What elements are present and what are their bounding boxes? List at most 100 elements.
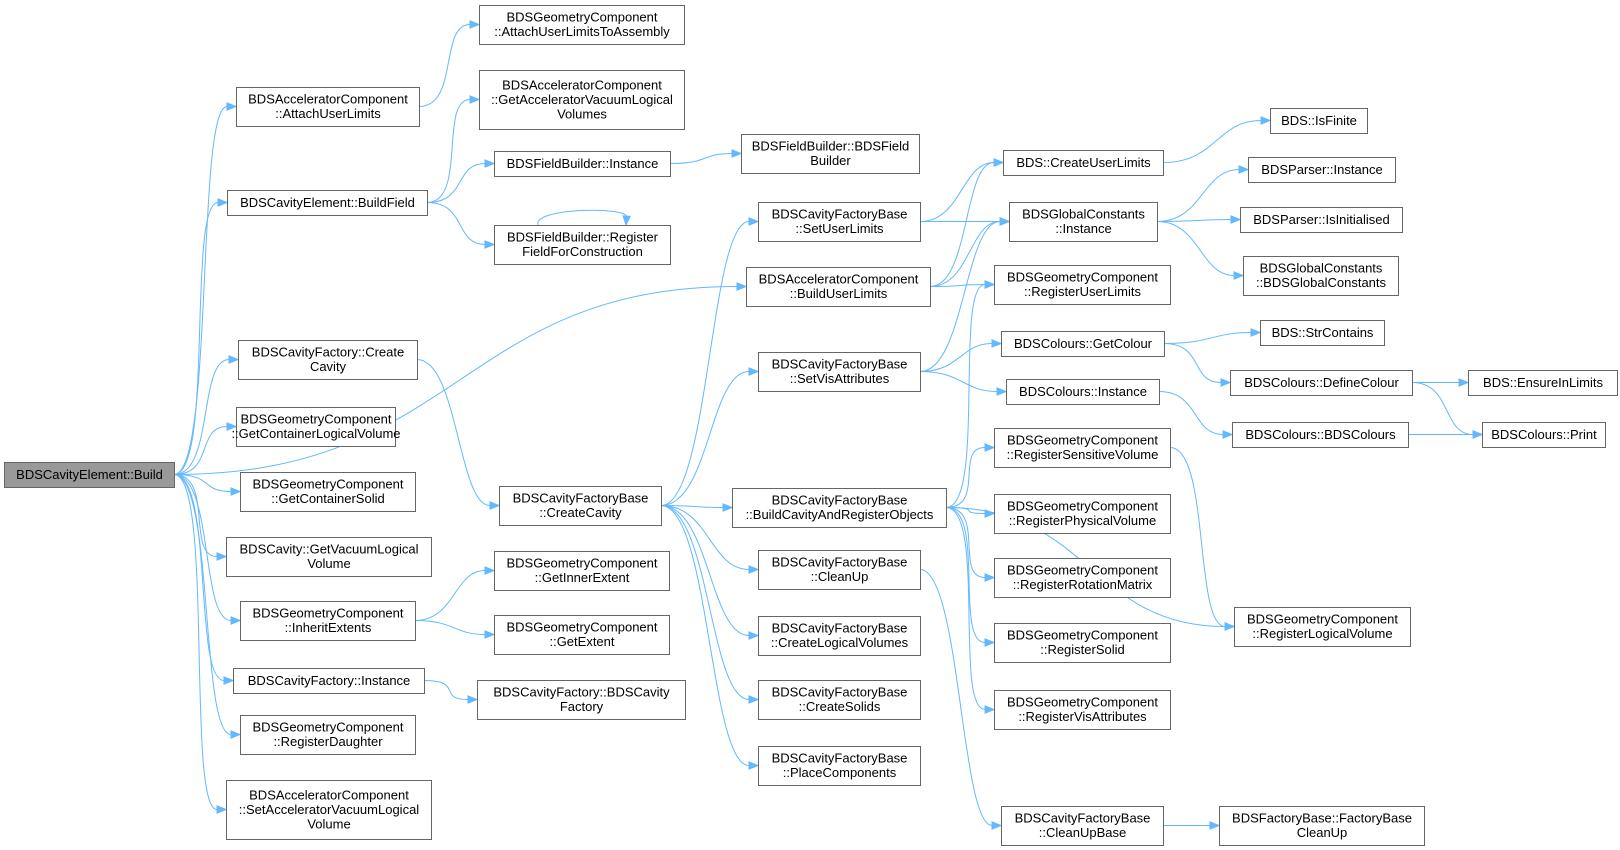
node-bdscolours-getcolour[interactable]: BDSColours::GetColour bbox=[1001, 331, 1165, 357]
node-bdsglobalconstants-bdsglobalconstants[interactable]: BDSGlobalConstants::BDSGlobalConstants bbox=[1243, 256, 1399, 296]
node-box bbox=[1468, 370, 1618, 396]
node-box bbox=[758, 746, 921, 786]
node-bdscavityfactorybase-cleanupbase[interactable]: BDSCavityFactoryBase::CleanUpBase bbox=[1001, 806, 1164, 846]
node-bdscolours-print[interactable]: BDSColours::Print bbox=[1482, 422, 1606, 448]
node-bdsparser-isinitialised[interactable]: BDSParser::IsInitialised bbox=[1240, 207, 1403, 233]
node-label: BDSColours::Instance bbox=[1019, 384, 1147, 399]
node-bdsgeometrycomponent-registersolid[interactable]: BDSGeometryComponent::RegisterSolid bbox=[994, 623, 1171, 663]
edge-arrowhead bbox=[991, 821, 1003, 830]
node-bdscolours-definecolour[interactable]: BDSColours::DefineColour bbox=[1230, 370, 1413, 396]
node-bdsgeometrycomponent-registerdaughter[interactable]: BDSGeometryComponent::RegisterDaughter bbox=[240, 715, 416, 755]
node-box bbox=[1001, 806, 1164, 846]
node-box bbox=[227, 190, 428, 216]
node-bdscavityfactorybase-cleanup[interactable]: BDSCavityFactoryBase::CleanUp bbox=[758, 550, 921, 590]
edge-line bbox=[660, 505, 750, 570]
edge-line bbox=[945, 507, 986, 578]
node-bdsgeometrycomponent-getinnerextent[interactable]: BDSGeometryComponent::GetInnerExtent bbox=[494, 551, 670, 591]
node-bdscavityelement-buildfield[interactable]: BDSCavityElement::BuildField bbox=[227, 190, 428, 216]
node-label: ::RegisterLogicalVolume bbox=[1252, 626, 1392, 641]
node-bdscavityfactorybase-setvisattributes[interactable]: BDSCavityFactoryBase::SetVisAttributes bbox=[758, 352, 921, 392]
node-bdsgeometrycomponent-inheritextents[interactable]: BDSGeometryComponent::InheritExtents bbox=[240, 601, 416, 641]
node-box bbox=[240, 715, 416, 755]
node-bdsgeometrycomponent-attachuserlimitstoassembly[interactable]: BDSGeometryComponent::AttachUserLimitsTo… bbox=[479, 5, 685, 45]
edge-getColour-to-defColour bbox=[1163, 343, 1232, 387]
edge-root-to-getContSolid bbox=[173, 474, 242, 496]
node-bdscavityfactorybase-createcavity[interactable]: BDSCavityFactoryBase::CreateCavity bbox=[499, 486, 662, 526]
edge-arrowhead bbox=[1238, 165, 1250, 174]
node-bdsgeometrycomponent-registeruserlimits[interactable]: BDSGeometryComponent::RegisterUserLimits bbox=[994, 265, 1171, 305]
node-bdsglobalconstants-instance[interactable]: BDSGlobalConstants::Instance bbox=[1009, 202, 1158, 242]
node-label: BDSGlobalConstants bbox=[1022, 207, 1145, 222]
node-bdscavityfactory-bdscavity-factory[interactable]: BDSCavityFactory::BDSCavityFactory bbox=[477, 680, 686, 720]
node-box bbox=[1006, 379, 1160, 405]
node-bdscavityfactorybase-createlogicalvolumes[interactable]: BDSCavityFactoryBase::CreateLogicalVolum… bbox=[758, 616, 921, 656]
node-bdsacceleratorcomponent-setacceleratorvacuumlogical-volume[interactable]: BDSAcceleratorComponent::SetAcceleratorV… bbox=[226, 780, 432, 840]
edge-cavFactInst-to-cfCtor bbox=[423, 680, 479, 704]
node-bds-ensureinlimits[interactable]: BDS::EnsureInLimits bbox=[1468, 370, 1618, 396]
node-bdscavityfactorybase-placecomponents[interactable]: BDSCavityFactoryBase::PlaceComponents bbox=[758, 746, 921, 786]
node-bdsfieldbuilder-register-fieldforconstruction[interactable]: BDSFieldBuilder::RegisterFieldForConstru… bbox=[494, 225, 671, 265]
node-bdsacceleratorcomponent-attachuserlimits[interactable]: BDSAcceleratorComponent::AttachUserLimit… bbox=[236, 87, 420, 127]
edge-line bbox=[416, 359, 491, 506]
edge-arrowhead bbox=[467, 695, 479, 704]
node-bdsacceleratorcomponent-builduserlimits[interactable]: BDSAcceleratorComponent::BuildUserLimits bbox=[746, 267, 931, 307]
node-bdsparser-instance[interactable]: BDSParser::Instance bbox=[1248, 157, 1396, 183]
edge-line bbox=[173, 474, 232, 621]
edge-colCtor-to-colPrint bbox=[1408, 430, 1484, 439]
node-bdscavityfactorybase-setuserlimits[interactable]: BDSCavityFactoryBase::SetUserLimits bbox=[758, 202, 921, 242]
node-label: ::CreateCavity bbox=[539, 505, 622, 520]
node-bdsgeometrycomponent-getextent[interactable]: BDSGeometryComponent::GetExtent bbox=[494, 615, 670, 655]
edge-arrowhead bbox=[484, 159, 496, 168]
edge-line bbox=[173, 474, 225, 681]
node-box bbox=[494, 225, 671, 265]
node-bdsfieldbuilder-instance[interactable]: BDSFieldBuilder::Instance bbox=[494, 151, 671, 177]
edge-arrowhead bbox=[1209, 821, 1221, 830]
edge-line bbox=[1156, 219, 1232, 222]
edge-line bbox=[1411, 382, 1474, 435]
edge-colInstance-to-colCtor bbox=[1158, 391, 1234, 439]
node-label: BDSGeometryComponent bbox=[1007, 628, 1158, 643]
node-bds-createuserlimits[interactable]: BDS::CreateUserLimits bbox=[1003, 150, 1164, 176]
node-bdscavityfactory-create-cavity[interactable]: BDSCavityFactory::CreateCavity bbox=[238, 340, 418, 380]
node-bdsgeometrycomponent-registersensitivevolume[interactable]: BDSGeometryComponent::RegisterSensitiveV… bbox=[994, 428, 1171, 468]
node-bdscolours-instance[interactable]: BDSColours::Instance bbox=[1006, 379, 1160, 405]
edge-line bbox=[173, 474, 232, 735]
edge-arrowhead bbox=[722, 503, 734, 512]
edge-line bbox=[1169, 447, 1226, 627]
node-label: BDSAcceleratorComponent bbox=[502, 77, 662, 92]
edge-buildField-to-getAccVacLV bbox=[426, 95, 481, 203]
edge-arrowhead bbox=[230, 730, 242, 739]
node-bdsgeometrycomponent-getcontainersolid[interactable]: BDSGeometryComponent::GetContainerSolid bbox=[240, 472, 416, 512]
node-bdsgeometrycomponent-registerlogicalvolume[interactable]: BDSGeometryComponent::RegisterLogicalVol… bbox=[1234, 607, 1411, 647]
node-label: CleanUp bbox=[1297, 825, 1348, 840]
node-bdsgeometrycomponent-registerphysicalvolume[interactable]: BDSGeometryComponent::RegisterPhysicalVo… bbox=[994, 494, 1171, 534]
node-bdscolours-bdscolours[interactable]: BDSColours::BDSColours bbox=[1232, 422, 1409, 448]
edge-getColour-to-strContains bbox=[1163, 328, 1262, 344]
node-label: ::RegisterSensitiveVolume bbox=[1007, 447, 1159, 462]
node-bdscavityfactory-instance[interactable]: BDSCavityFactory::Instance bbox=[233, 668, 425, 694]
node-bdsgeometrycomponent-getcontainerlogicalvolume[interactable]: BDSGeometryComponent::GetContainerLogica… bbox=[231, 407, 401, 447]
edge-arrowhead bbox=[1220, 378, 1232, 387]
edge-arrowhead bbox=[984, 443, 996, 452]
node-bds-strcontains[interactable]: BDS::StrContains bbox=[1260, 320, 1385, 346]
node-bdscavityfactorybase-createsolids[interactable]: BDSCavityFactoryBase::CreateSolids bbox=[758, 680, 921, 720]
edge-line bbox=[1163, 343, 1222, 383]
edge-line bbox=[173, 359, 230, 475]
node-bdsacceleratorcomponent-getacceleratorvacuumlogical-volumes[interactable]: BDSAcceleratorComponent::GetAcceleratorV… bbox=[479, 70, 685, 130]
node-bdsgeometrycomponent-registerrotationmatrix[interactable]: BDSGeometryComponent::RegisterRotationMa… bbox=[994, 558, 1171, 598]
node-label: BDSCavityFactoryBase bbox=[772, 685, 908, 700]
node-label: BDSGeometryComponent bbox=[240, 412, 391, 427]
edge-line bbox=[1162, 120, 1262, 163]
node-bdscavityelement-build[interactable]: BDSCavityElement::Build bbox=[4, 462, 175, 488]
node-bdsgeometrycomponent-registervisattributes[interactable]: BDSGeometryComponent::RegisterVisAttribu… bbox=[994, 690, 1171, 730]
node-bdsfieldbuilder-bdsfield-builder[interactable]: BDSFieldBuilder::BDSFieldBuilder bbox=[741, 134, 920, 174]
edge-line bbox=[1158, 391, 1224, 435]
edge-line bbox=[919, 162, 995, 222]
node-label: BDSGeometryComponent bbox=[506, 556, 657, 571]
edge-line bbox=[173, 106, 228, 475]
edge-arrowhead bbox=[1472, 430, 1484, 439]
node-bds-isfinite[interactable]: BDS::IsFinite bbox=[1270, 108, 1368, 134]
node-bdscavityfactorybase-buildcavityandregisterobjects[interactable]: BDSCavityFactoryBase::BuildCavityAndRegi… bbox=[732, 488, 947, 528]
